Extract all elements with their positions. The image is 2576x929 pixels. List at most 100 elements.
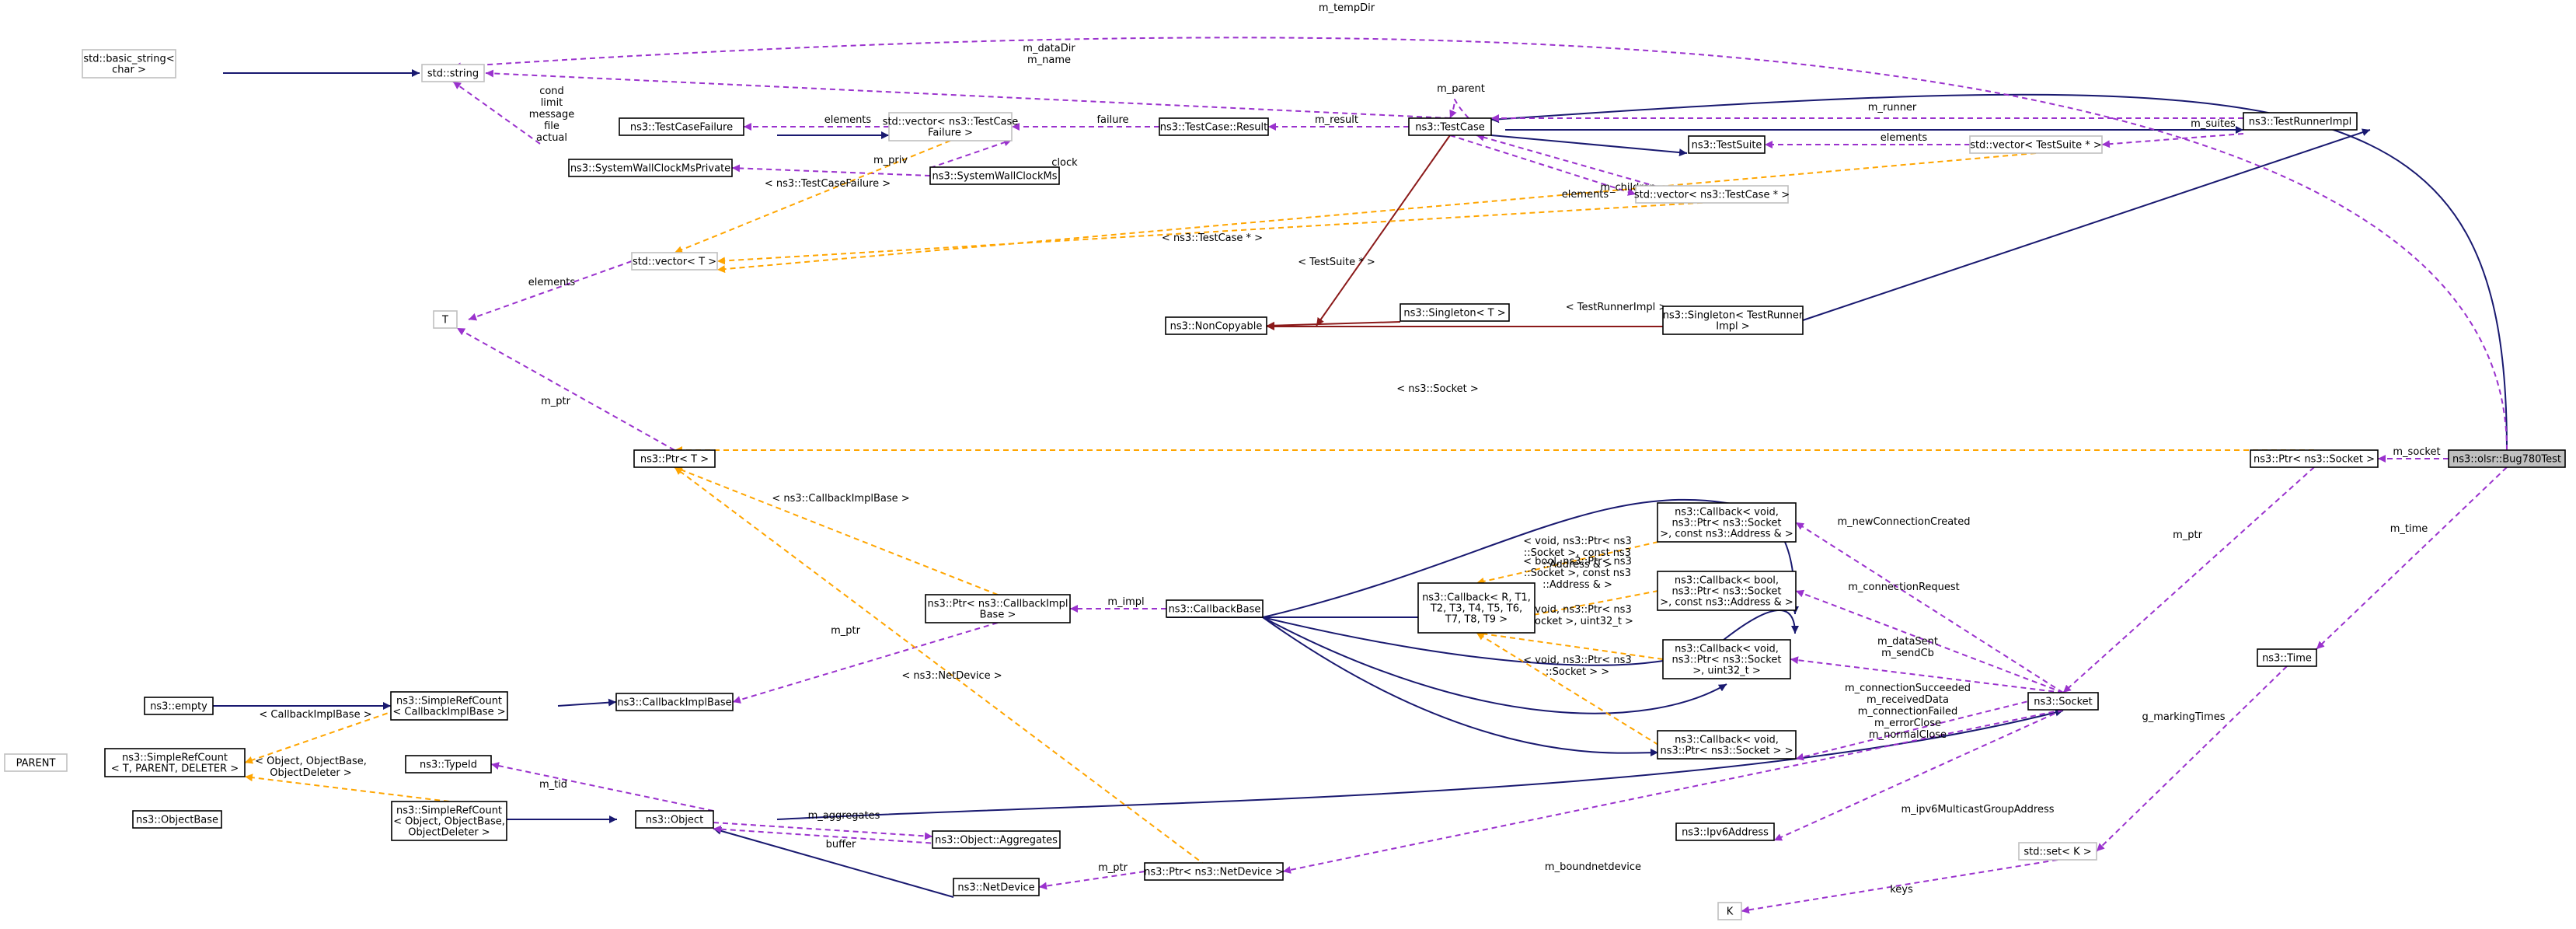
edge-tpl-54 [716, 152, 2037, 274]
edge-label-tcf_fields-4: actual [536, 132, 567, 144]
node-test-runner-impl[interactable]: ns3::TestRunnerImpl [2243, 112, 2358, 131]
node-box [568, 159, 733, 177]
node-cb-void-sock[interactable]: ns3::Callback< void,ns3::Ptr< ns3::Socke… [1657, 730, 1797, 760]
node-cb-bool[interactable]: ns3::Callback< bool,ns3::Ptr< ns3::Socke… [1657, 571, 1797, 611]
edge-label-m_conn_group-1: m_receivedData [1867, 694, 1949, 706]
node-basic-string[interactable]: std::basic_string<char > [82, 49, 176, 79]
node-label: std::vector< ns3::TestCase [883, 117, 1019, 128]
edge-label-elements_t: elements [528, 277, 576, 288]
edge-label-m_ptr_netdev: m_ptr [1098, 862, 1128, 874]
edge-use-27 [2101, 133, 2244, 148]
node-ipv6-addr[interactable]: ns3::Ipv6Address [1675, 822, 1775, 841]
edge-label-m_result: m_result [1315, 114, 1358, 126]
edge-label-m_dataSent-0: m_dataSent [1877, 636, 1938, 648]
node-label: T2, T3, T4, T5, T6, [1430, 603, 1522, 615]
node-aggregates[interactable]: ns3::Object::Aggregates [932, 830, 1061, 849]
node-ptr-socket[interactable]: ns3::Ptr< ns3::Socket > [2250, 449, 2379, 468]
node-ptr-netdev[interactable]: ns3::Ptr< ns3::NetDevice > [1144, 862, 1284, 881]
edge-label-tpl_tcf: < ns3::TestCaseFailure > [765, 178, 891, 190]
node-label: ns3::Ptr< ns3::Socket > > [1661, 746, 1793, 757]
edge-inh-4 [1802, 128, 2371, 321]
edge-label-tpl_void_addr-1: ::Socket >, const ns3 [1524, 547, 1631, 559]
node-label: >, const ns3::Address & > [1660, 529, 1793, 540]
edge-label-tpl_tc: < ns3::TestCase * > [1162, 232, 1263, 244]
node-wall-clock-priv[interactable]: ns3::SystemWallClockMsPrivate [568, 159, 733, 177]
node-callback-base[interactable]: ns3::CallbackBase [1166, 599, 1264, 618]
edge-label-tpl_bool-1: ::Socket >, const ns3 [1524, 568, 1631, 579]
node-wall-clock[interactable]: ns3::SystemWallClockMs [929, 166, 1060, 185]
node-test-suite[interactable]: ns3::TestSuite [1688, 135, 1766, 154]
node-src-cbimpl[interactable]: ns3::SimpleRefCount< CallbackImplBase > [390, 691, 508, 721]
node-box [631, 252, 718, 271]
edge-label-m_ipv6: m_ipv6MulticastGroupAddress [1901, 804, 2054, 815]
node-box [144, 697, 214, 715]
node-box [2018, 842, 2097, 861]
edge-label-m_conn_group-0: m_connectionSucceeded [1845, 683, 1971, 694]
node-src-object[interactable]: ns3::SimpleRefCount< Object, ObjectBase,… [391, 801, 507, 841]
node-cb-generic[interactable]: ns3::Callback< R, T1,T2, T3, T4, T5, T6,… [1417, 582, 1535, 634]
node-test-case[interactable]: ns3::TestCase [1408, 117, 1492, 136]
node-vector-tcf[interactable]: std::vector< ns3::TestCaseFailure > [883, 112, 1019, 141]
node-box [132, 810, 222, 829]
node-parent[interactable]: PARENT [4, 753, 68, 772]
node-non-copyable[interactable]: ns3::NonCopyable [1165, 316, 1267, 335]
node-box [932, 830, 1061, 849]
node-ptr-t[interactable]: ns3::Ptr< T > [633, 449, 716, 468]
node-label: ns3::empty [150, 701, 207, 713]
node-singleton-t[interactable]: ns3::Singleton< T > [1400, 303, 1510, 322]
node-label: ns3::SimpleRefCount [396, 696, 502, 707]
node-object-base[interactable]: ns3::ObjectBase [132, 810, 222, 829]
node-label: ns3::Ptr< ns3::Socket > [2254, 454, 2375, 466]
node-type-id[interactable]: ns3::TypeId [405, 755, 492, 774]
node-box [1417, 582, 1535, 634]
node-k-node[interactable]: K [1717, 902, 1742, 920]
node-test-case-failure[interactable]: ns3::TestCaseFailure [619, 117, 744, 136]
node-label: Impl > [1716, 321, 1749, 333]
node-std-string[interactable]: std::string [421, 64, 485, 82]
node-vector-tc[interactable]: std::vector< ns3::TestCase * > [1634, 185, 1790, 204]
edge-label-elements_tc: elements [1562, 189, 1609, 201]
node-label: ns3::NonCopyable [1170, 321, 1263, 333]
edge-tpl-61 [1476, 630, 1664, 660]
edge-tpl-58 [674, 466, 1215, 872]
node-label: Base > [980, 609, 1016, 621]
node-label: ns3::Singleton< TestRunner [1663, 310, 1804, 322]
edge-use-49 [1038, 871, 1145, 890]
node-vector-t[interactable]: std::vector< T > [631, 252, 718, 271]
edge-use-44 [1773, 709, 2064, 841]
edge-priv-16 [1316, 134, 1451, 327]
node-box [633, 449, 716, 468]
node-object[interactable]: ns3::Object [635, 810, 714, 829]
edge-label-tpl_uint-1: ::Socket >, uint32_t > [1522, 616, 1633, 627]
node-t-node[interactable]: T [433, 310, 458, 329]
node-label: K [1727, 906, 1734, 918]
node-cbimpl-base[interactable]: ns3::CallbackImplBase [615, 693, 734, 711]
node-label: ns3::Ptr< ns3::Socket [1672, 586, 1782, 598]
node-cb-void-addr[interactable]: ns3::Callback< void,ns3::Ptr< ns3::Socke… [1657, 502, 1797, 543]
edge-inh-9 [1262, 616, 1659, 757]
node-label: ns3::Callback< bool, [1675, 575, 1779, 587]
node-label: ns3::Object [646, 815, 703, 826]
node-box [953, 878, 1040, 896]
node-socket[interactable]: ns3::Socket [2027, 692, 2099, 711]
node-ptr-cbimpl[interactable]: ns3::Ptr< ns3::CallbackImplBase > [925, 594, 1071, 623]
node-label: ns3::Object::Aggregates [935, 835, 1058, 847]
node-label: ObjectDeleter > [408, 827, 490, 839]
node-cb-uint[interactable]: ns3::Callback< void,ns3::Ptr< ns3::Socke… [1662, 639, 1791, 679]
node-bug780[interactable]: ns3::olsr::Bug780Test [2448, 449, 2566, 468]
node-set-k[interactable]: std::set< K > [2018, 842, 2097, 861]
node-singleton-tri[interactable]: ns3::Singleton< TestRunnerImpl > [1662, 306, 1804, 335]
node-box [1635, 185, 1789, 204]
edge-label-clock: clock [1051, 157, 1078, 169]
node-label: >, uint32_t > [1692, 665, 1761, 677]
node-net-device[interactable]: ns3::NetDevice [953, 878, 1040, 896]
node-label: ns3::CallbackBase [1169, 604, 1261, 616]
node-empty[interactable]: ns3::empty [144, 697, 214, 715]
node-vector-ts[interactable]: std::vector< TestSuite * > [1969, 135, 2103, 154]
node-test-case-result[interactable]: ns3::TestCase::Result [1159, 117, 1269, 136]
node-time[interactable]: ns3::Time [2257, 648, 2317, 667]
node-src-generic[interactable]: ns3::SimpleRefCount< T, PARENT, DELETER … [104, 748, 246, 777]
node-label: ns3::Ptr< ns3::Socket [1672, 518, 1782, 529]
node-box [1144, 862, 1284, 881]
